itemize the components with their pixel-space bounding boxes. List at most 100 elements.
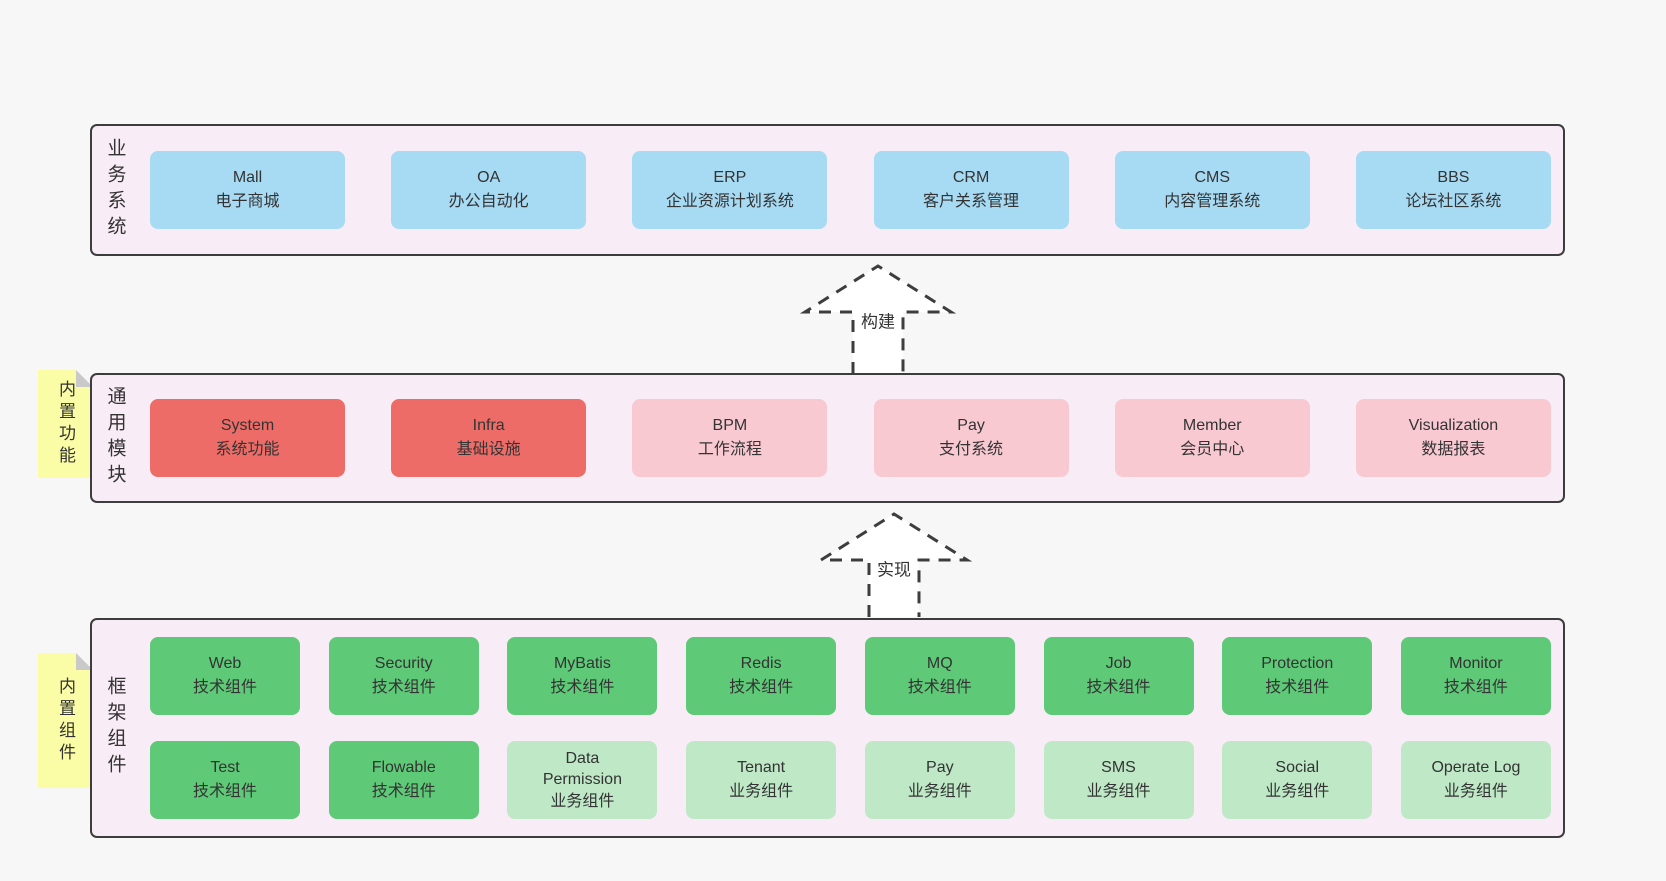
box-job: Job 技术组件: [1043, 637, 1194, 715]
arrow-label-build: 构建: [859, 307, 897, 333]
box-subtitle: 系统功能: [215, 441, 280, 458]
box-title: Web: [208, 655, 242, 672]
box-web: Web 技术组件: [150, 637, 300, 715]
box-subtitle: 业务组件: [550, 792, 615, 810]
band-label-business-systems: 业务系统: [104, 138, 126, 242]
box-mq: MQ 技术组件: [864, 637, 1015, 715]
band-business-systems: 业务系统 Mall 电子商城 OA 办公自动化 ERP 企业资源计划系统 CRM…: [90, 124, 1565, 256]
box-test: Test 技术组件: [150, 741, 300, 819]
sticky-note-text: 内置功能: [56, 380, 75, 468]
box-title: Redis: [740, 655, 782, 672]
box-system: System 系统功能: [150, 399, 345, 477]
box-title: Pay: [926, 759, 954, 776]
box-cms: CMS 内容管理系统: [1114, 151, 1310, 229]
box-infra: Infra 基础设施: [391, 399, 587, 477]
box-protection: Protection 技术组件: [1222, 637, 1373, 715]
box-subtitle: 客户关系管理: [923, 193, 1020, 210]
box-title: Infra: [472, 417, 505, 434]
box-subtitle: 业务组件: [1265, 783, 1330, 800]
band-label-common-modules: 通用模块: [104, 386, 126, 490]
box-subtitle: 技术组件: [1443, 679, 1508, 696]
box-flowable: Flowable 技术组件: [328, 741, 479, 819]
arrow-label-implement: 实现: [875, 555, 913, 581]
box-pay-component: Pay 业务组件: [864, 741, 1015, 819]
box-visualization: Visualization 数据报表: [1355, 399, 1551, 477]
box-bbs: BBS 论坛社区系统: [1355, 151, 1551, 229]
box-subtitle: 技术组件: [550, 679, 615, 696]
band-label-framework-components: 框架组件: [104, 676, 126, 780]
box-title: Tenant: [737, 759, 786, 776]
band-framework-components: 框架组件 Web 技术组件 Security 技术组件 MyBatis 技术组件…: [90, 618, 1565, 838]
box-mybatis: MyBatis 技术组件: [507, 637, 658, 715]
band-common-modules: 通用模块 System 系统功能 Infra 基础设施 BPM 工作流程 Pay…: [90, 373, 1565, 503]
box-tenant: Tenant 业务组件: [686, 741, 837, 819]
box-subtitle: 技术组件: [371, 679, 436, 696]
box-subtitle: 办公自动化: [448, 193, 529, 210]
box-title: Social: [1275, 759, 1319, 776]
component-row-2: Test 技术组件 Flowable 技术组件 Data Permission …: [150, 741, 1551, 819]
box-pay: Pay 支付系统: [873, 399, 1069, 477]
box-crm: CRM 客户关系管理: [873, 151, 1069, 229]
box-title: Visualization: [1408, 417, 1499, 434]
box-subtitle: 业务组件: [729, 783, 794, 800]
box-title: Flowable: [371, 759, 436, 776]
box-title: Test: [210, 759, 240, 776]
box-title: BPM: [712, 417, 748, 434]
box-subtitle: 工作流程: [697, 441, 762, 458]
box-title: Member: [1182, 417, 1242, 434]
box-title: Monitor: [1449, 655, 1503, 672]
box-subtitle: 支付系统: [939, 441, 1004, 458]
box-title: Protection: [1261, 655, 1334, 672]
sticky-note-builtin-components: 内置组件: [38, 653, 93, 788]
box-title: Pay: [957, 417, 985, 434]
box-subtitle: 技术组件: [1086, 679, 1151, 696]
sticky-note-text: 内置组件: [56, 676, 75, 765]
box-subtitle: 技术组件: [729, 679, 794, 696]
box-erp: ERP 企业资源计划系统: [632, 151, 828, 229]
box-subtitle: 技术组件: [907, 679, 972, 696]
box-social: Social 业务组件: [1222, 741, 1373, 819]
box-title: Operate Log: [1431, 759, 1521, 776]
box-title: Data Permission: [542, 750, 622, 789]
box-subtitle: 技术组件: [192, 679, 257, 696]
box-bpm: BPM 工作流程: [632, 399, 828, 477]
box-subtitle: 基础设施: [456, 441, 521, 458]
box-oa: OA 办公自动化: [391, 151, 587, 229]
box-subtitle: 数据报表: [1421, 441, 1486, 458]
business-boxes: Mall 电子商城 OA 办公自动化 ERP 企业资源计划系统 CRM 客户关系…: [138, 126, 1563, 254]
box-subtitle: 技术组件: [371, 783, 436, 800]
box-title: CRM: [952, 169, 990, 186]
box-title: CMS: [1194, 169, 1231, 186]
box-subtitle: 会员中心: [1180, 441, 1245, 458]
box-subtitle: 技术组件: [192, 783, 257, 800]
box-member: Member 会员中心: [1114, 399, 1310, 477]
box-subtitle: 企业资源计划系统: [665, 193, 794, 210]
box-subtitle: 业务组件: [1443, 783, 1508, 800]
box-monitor: Monitor 技术组件: [1400, 637, 1551, 715]
component-row-1: Web 技术组件 Security 技术组件 MyBatis 技术组件 Redi…: [150, 637, 1551, 715]
box-subtitle: 论坛社区系统: [1405, 193, 1502, 210]
box-data-permission: Data Permission 业务组件: [507, 741, 658, 819]
box-subtitle: 业务组件: [1086, 783, 1151, 800]
module-boxes: System 系统功能 Infra 基础设施 BPM 工作流程 Pay 支付系统…: [138, 375, 1563, 501]
box-security: Security 技术组件: [328, 637, 479, 715]
sticky-note-builtin-features: 内置功能: [38, 370, 93, 478]
box-subtitle: 业务组件: [907, 783, 972, 800]
box-subtitle: 内容管理系统: [1164, 193, 1261, 210]
box-subtitle: 技术组件: [1265, 679, 1330, 696]
box-operate-log: Operate Log 业务组件: [1400, 741, 1551, 819]
box-title: Job: [1105, 655, 1132, 672]
box-title: MQ: [926, 655, 953, 672]
box-sms: SMS 业务组件: [1043, 741, 1194, 819]
box-title: Mall: [232, 169, 263, 186]
box-title: System: [220, 417, 275, 434]
box-title: OA: [477, 169, 501, 186]
box-subtitle: 电子商城: [215, 193, 280, 210]
component-rows: Web 技术组件 Security 技术组件 MyBatis 技术组件 Redi…: [138, 620, 1563, 836]
box-title: ERP: [713, 169, 747, 186]
box-title: BBS: [1437, 169, 1470, 186]
box-title: Security: [374, 655, 433, 672]
box-title: MyBatis: [553, 655, 611, 672]
box-redis: Redis 技术组件: [686, 637, 837, 715]
